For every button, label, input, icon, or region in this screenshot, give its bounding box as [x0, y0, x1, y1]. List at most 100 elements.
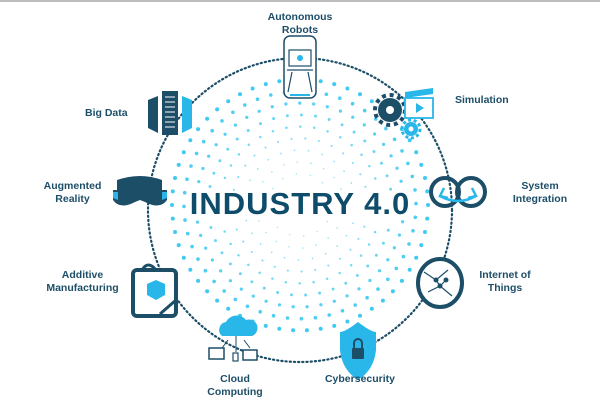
pattern-dot	[394, 266, 399, 271]
pattern-dot	[233, 123, 238, 127]
network-globe-icon	[416, 257, 464, 309]
pattern-dot	[189, 164, 193, 168]
pattern-dot	[327, 313, 332, 317]
pattern-dot	[340, 188, 342, 190]
pattern-dot	[229, 164, 233, 167]
pattern-dot	[226, 306, 231, 311]
pattern-dot	[220, 251, 224, 255]
pattern-dot	[235, 137, 239, 141]
pattern-dot	[196, 127, 201, 132]
pattern-dot	[336, 245, 339, 247]
pattern-dot	[201, 166, 205, 171]
pattern-dot	[299, 113, 303, 117]
pattern-dot	[214, 239, 217, 243]
gears-clapperboard-icon	[373, 88, 434, 140]
pattern-dot	[385, 277, 390, 282]
pattern-dot	[326, 130, 329, 133]
pattern-dot	[340, 308, 345, 313]
pattern-dot	[389, 187, 393, 191]
pattern-dot	[264, 146, 267, 149]
label-line: Additive	[61, 269, 104, 281]
pattern-dot	[357, 237, 360, 240]
pattern-dot	[309, 174, 312, 177]
pattern-dot	[208, 185, 212, 188]
pattern-dot	[299, 316, 304, 321]
pattern-dot	[333, 176, 335, 179]
pattern-dot	[190, 244, 194, 249]
pattern-dot	[250, 250, 253, 254]
pattern-dot	[185, 231, 190, 236]
pattern-dot	[357, 287, 361, 291]
pattern-dot	[195, 220, 200, 224]
pattern-dot	[392, 137, 397, 142]
pattern-dot	[410, 174, 415, 179]
pattern-dot	[293, 149, 296, 152]
pattern-dot	[358, 313, 362, 318]
label-line: Integration	[512, 193, 568, 205]
pattern-dot	[330, 144, 333, 148]
pattern-dot	[321, 153, 323, 156]
pattern-dot	[183, 218, 187, 222]
pattern-dot	[264, 299, 268, 303]
pattern-dot	[239, 287, 243, 291]
pattern-dot	[381, 142, 386, 147]
pattern-dot	[263, 323, 268, 328]
pattern-dot	[392, 246, 397, 250]
pattern-dot	[245, 115, 249, 120]
pattern-dot	[369, 99, 374, 104]
pattern-dot	[312, 126, 316, 130]
pattern-dot	[318, 79, 323, 84]
pattern-dot	[196, 257, 200, 261]
pattern-dot	[256, 168, 259, 170]
pattern-dot	[228, 279, 233, 283]
pattern-dot	[215, 107, 220, 112]
pattern-dot	[242, 103, 247, 107]
pattern-dot	[384, 126, 388, 131]
pattern-dot	[271, 277, 274, 280]
pattern-dot	[238, 272, 242, 276]
pattern-dot	[253, 154, 256, 157]
pattern-dot	[288, 246, 290, 248]
label-line: Things	[487, 282, 523, 294]
pattern-dot	[282, 177, 284, 180]
pattern-dot	[327, 118, 331, 121]
pattern-dot	[304, 293, 308, 297]
shield-lock-icon	[340, 322, 376, 380]
pattern-dot	[423, 176, 427, 180]
pattern-dot	[338, 271, 341, 275]
pattern-dot	[196, 278, 201, 283]
pattern-dot	[321, 181, 324, 184]
pattern-dot	[374, 177, 377, 180]
pattern-dot	[322, 167, 325, 170]
pattern-dot	[173, 230, 177, 234]
pattern-dot	[201, 139, 206, 144]
pattern-dot	[277, 140, 280, 143]
pattern-dot	[290, 293, 293, 297]
pattern-dot	[270, 251, 273, 254]
pattern-dot	[242, 240, 245, 243]
pattern-dot	[194, 151, 199, 156]
pattern-dot	[363, 225, 366, 228]
pattern-dot	[386, 258, 390, 262]
pattern-dot	[319, 303, 323, 307]
pattern-dot	[299, 125, 302, 128]
pattern-dot	[173, 176, 177, 180]
pattern-dot	[214, 143, 218, 147]
pattern-dot	[259, 135, 262, 139]
pattern-dot	[218, 159, 222, 163]
pattern-dot	[283, 256, 286, 259]
pattern-dot	[238, 92, 242, 97]
pattern-dot	[197, 179, 201, 184]
pattern-dot	[332, 299, 336, 303]
pattern-dot	[245, 304, 250, 309]
pattern-dot	[277, 303, 282, 307]
pattern-dot	[351, 161, 354, 165]
pattern-dot	[215, 298, 220, 303]
pattern-dot	[314, 268, 317, 271]
pattern-dot	[414, 201, 418, 206]
pattern-dot	[291, 305, 295, 309]
top-border	[0, 0, 600, 2]
pattern-dot	[251, 294, 255, 298]
pattern-dot	[262, 286, 266, 290]
